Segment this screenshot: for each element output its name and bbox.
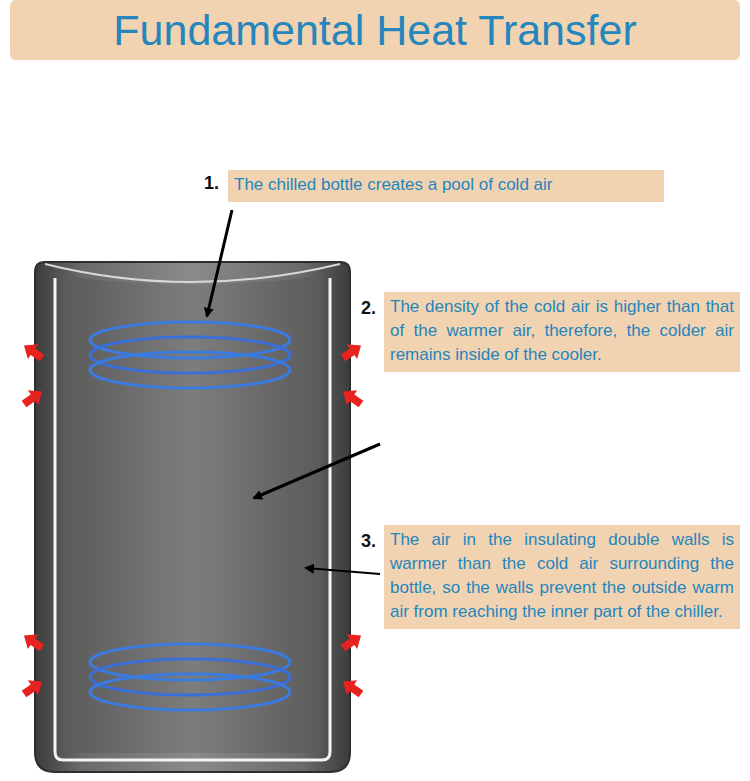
callout-box: The density of the cold air is higher th… xyxy=(384,292,740,372)
heat-arrows xyxy=(19,338,366,701)
callout-number: 3. xyxy=(361,531,376,552)
diagram-title: Fundamental Heat Transfer xyxy=(10,0,740,60)
leader-arrows xyxy=(207,210,380,574)
cold-rings xyxy=(90,322,290,710)
lip xyxy=(45,264,340,282)
callout-box: The chilled bottle creates a pool of col… xyxy=(228,170,664,202)
callout-number: 2. xyxy=(361,298,376,319)
callout-text: The chilled bottle creates a pool of col… xyxy=(234,173,658,197)
callout-text: The air in the insulating double walls i… xyxy=(390,528,734,624)
callout-number: 1. xyxy=(204,173,219,194)
callout-box: The air in the insulating double walls i… xyxy=(384,525,740,629)
cooler-body xyxy=(35,262,350,772)
inner-cavity xyxy=(62,276,323,753)
callout-text: The density of the cold air is higher th… xyxy=(390,295,734,367)
